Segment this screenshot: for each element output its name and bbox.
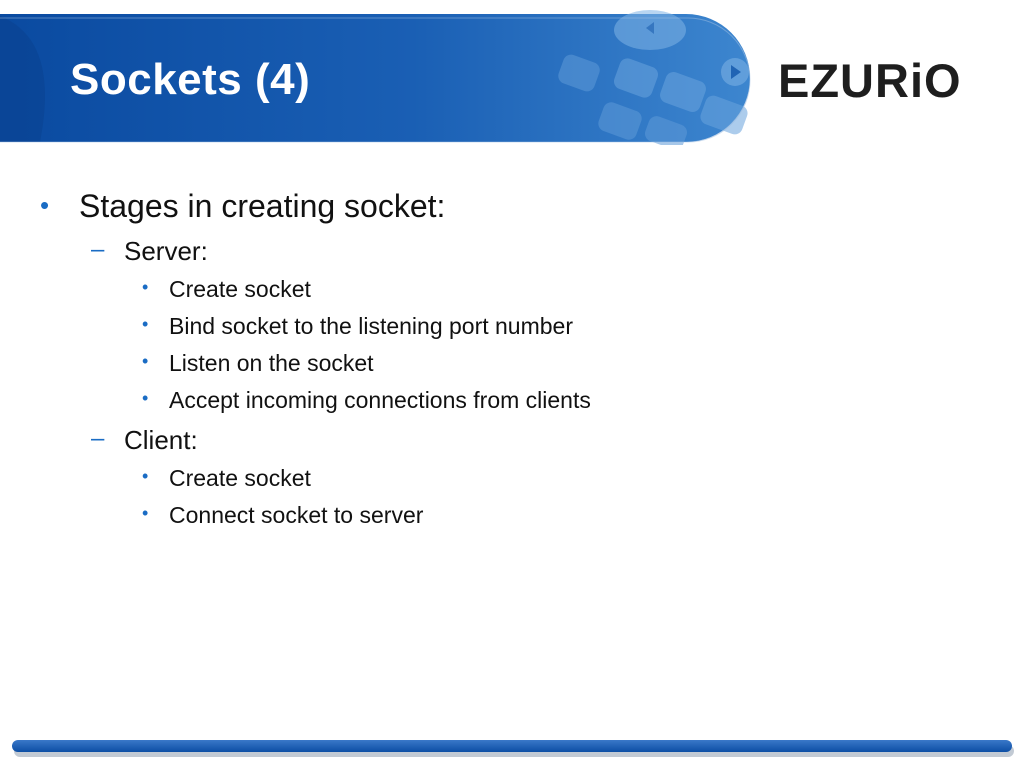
footer-bar	[12, 740, 1012, 752]
sub-bullet-marker: •	[142, 351, 149, 371]
sub-bullet-marker: •	[142, 503, 149, 523]
sub-bullet-marker: •	[142, 388, 149, 408]
server-step: Accept incoming connections from clients	[169, 387, 591, 413]
bullet-stages: Stages in creating socket:	[79, 188, 446, 224]
bullet-marker: •	[40, 190, 50, 220]
slide-title: Sockets (4)	[70, 55, 311, 104]
ezurio-logo: EZURiO	[778, 56, 994, 106]
server-step: Bind socket to the listening port number	[169, 313, 574, 339]
server-step: Create socket	[169, 276, 311, 302]
dash-marker: –	[91, 425, 105, 452]
logo-text: EZURiO	[778, 54, 962, 107]
client-step: Create socket	[169, 465, 311, 491]
client-step: Connect socket to server	[169, 502, 424, 528]
sub-bullet-marker: •	[142, 466, 149, 486]
sub-bullet-marker: •	[142, 314, 149, 334]
bullet-client: Client:	[124, 425, 198, 455]
dash-marker: –	[91, 236, 105, 263]
keypad-illustration	[558, 10, 749, 145]
sub-bullet-marker: •	[142, 277, 149, 297]
banner-background	[0, 10, 751, 145]
bullet-server: Server:	[124, 236, 208, 266]
server-step: Listen on the socket	[169, 350, 374, 376]
title-banner: Sockets (4)	[0, 0, 760, 145]
